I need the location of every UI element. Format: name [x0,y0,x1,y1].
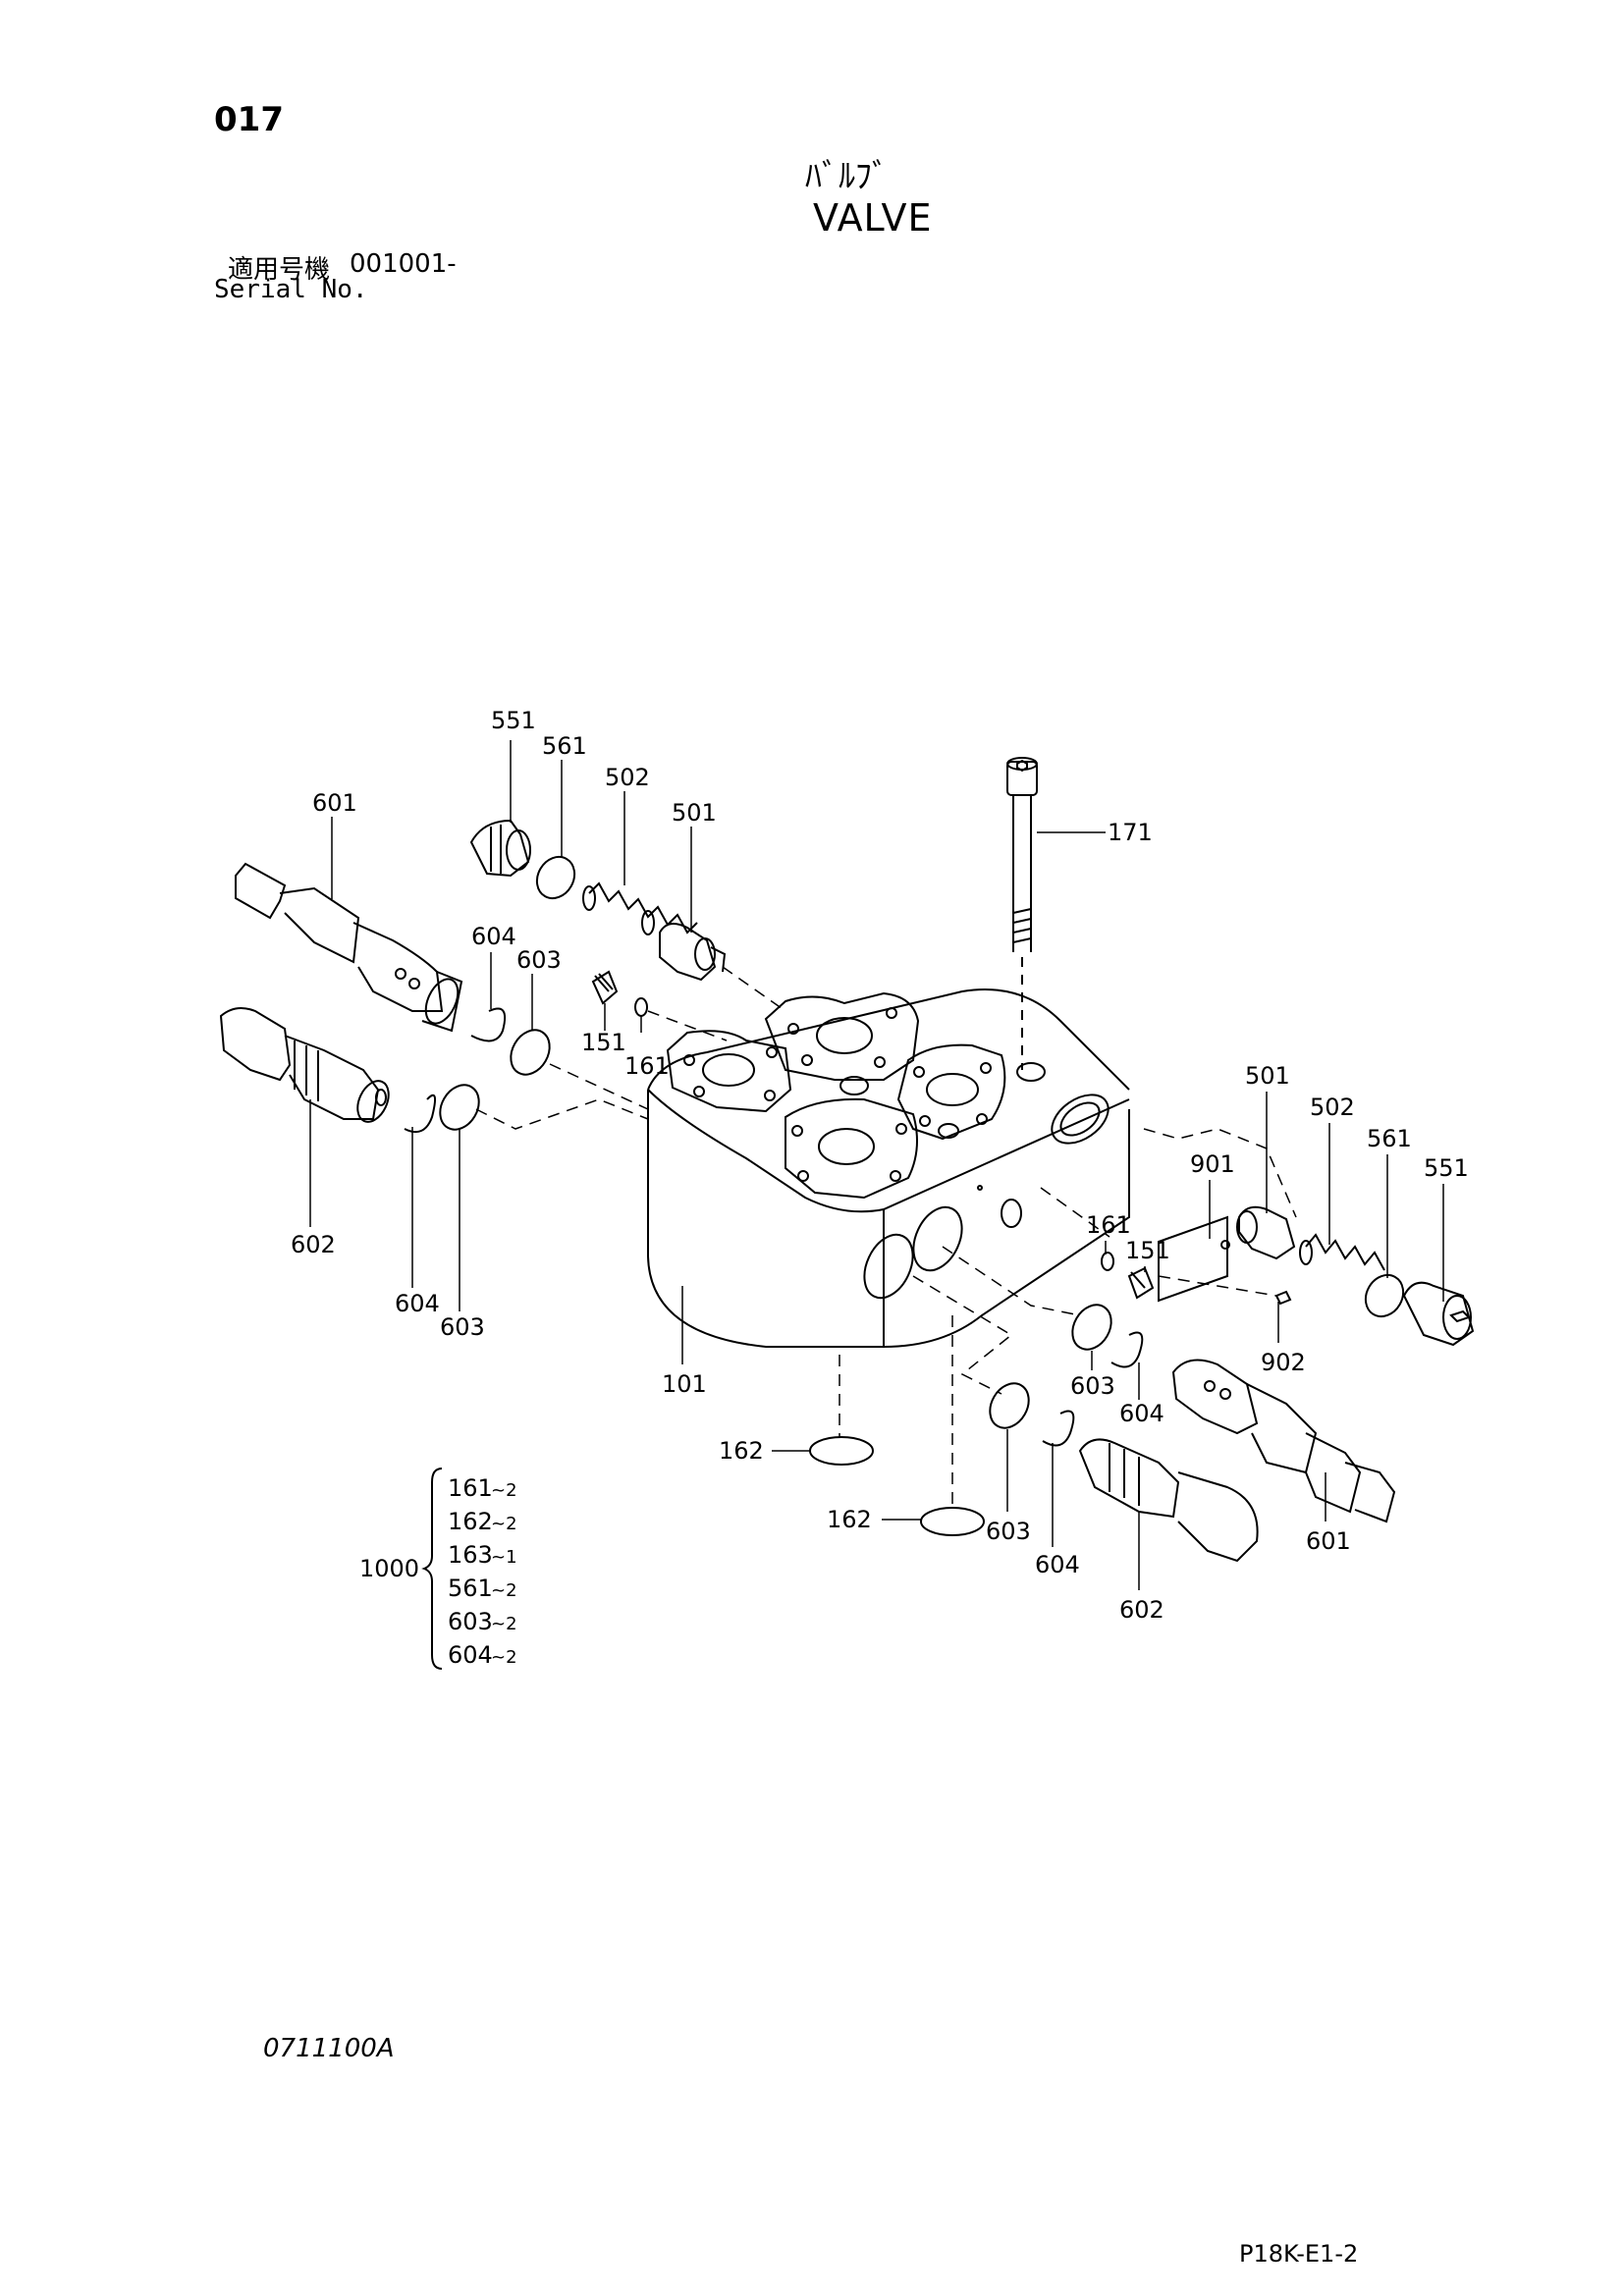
snap-ring-604-left [404,1094,437,1133]
callout-901: 901 [1190,1150,1235,1178]
callout-502-right: 502 [1310,1094,1355,1121]
kit-number: 1000 [359,1555,419,1582]
callout-551-right: 551 [1424,1154,1469,1182]
cartridge-601-right [1171,1359,1396,1523]
o-ring-603-right [1071,1304,1112,1351]
callout-603-right: 603 [1070,1372,1115,1400]
callout-601-right: 601 [1306,1527,1351,1555]
o-ring-561-right [1364,1273,1405,1318]
serial-label-japanese: 適用号機 [228,255,331,285]
kit-item-part: 604 [448,1641,493,1669]
callout-603-lower: 603 [986,1518,1031,1545]
callout-162-b: 162 [827,1506,872,1533]
kit-item-qty: ~2 [491,1614,517,1634]
o-ring-561-upper [535,855,576,900]
title-english: VALVE [813,196,933,240]
kit-item-qty: ~1 [491,1547,517,1568]
spring-502-right [1299,1233,1385,1271]
bolt-171 [1006,757,1038,1070]
callout-604-right: 604 [1119,1400,1164,1427]
kit-item-part: 161 [448,1474,493,1502]
callout-603-upper: 603 [516,946,562,974]
leader-lines [309,740,1444,1590]
cartridge-601-left [235,862,463,1033]
o-ring-161-upper [634,997,648,1017]
callout-501-upper: 501 [672,799,717,827]
flange-blocks [666,991,1046,1200]
callout-603-left: 603 [440,1313,485,1341]
callout-604-lower: 604 [1035,1551,1080,1578]
plate-901 [1158,1215,1230,1303]
snap-ring-604-upper [470,1007,507,1042]
kit-list: 1000 161 ~2 162 ~2 163 ~1 561 ~2 603 ~2 … [359,1474,517,1669]
kit-item-qty: ~2 [491,1647,517,1668]
kit-item-part: 163 [448,1541,493,1569]
plug-551-right [1402,1281,1475,1347]
callout-161-upper: 161 [624,1052,670,1080]
callout-162-a: 162 [719,1437,764,1465]
plug-602-right [1078,1438,1259,1563]
callout-161-right: 161 [1086,1211,1131,1239]
poppet-501-upper [659,923,727,982]
callout-601-left: 601 [312,789,357,817]
o-ring-603-upper [510,1029,551,1076]
o-ring-161-right [1101,1252,1114,1271]
assembly-lines [475,966,1297,1508]
plug-151-right [1127,1266,1155,1300]
page-number: 017 [214,100,284,139]
o-ring-603-left [439,1084,480,1131]
o-ring-162-b [920,1507,985,1536]
callout-604-upper: 604 [471,923,516,950]
o-ring-162-a [809,1436,874,1466]
callout-171: 171 [1108,819,1153,846]
callout-151-right: 151 [1125,1237,1170,1264]
snap-ring-604-right [1110,1331,1144,1368]
poppet-501-right [1236,1205,1296,1260]
serial-label-english: Serial No. [214,275,368,304]
callout-551-upper: 551 [491,707,536,734]
callout-151-upper: 151 [581,1029,626,1056]
callout-902: 902 [1261,1349,1306,1376]
callout-561-upper: 561 [542,732,587,760]
kit-item-qty: ~2 [491,1580,517,1601]
valve-body-101 [647,988,1130,1348]
screw-902 [1274,1290,1292,1306]
plug-551-upper [469,819,531,878]
kit-item-qty: ~2 [491,1514,517,1534]
spring-502-upper [582,881,698,935]
kit-bracket [421,1468,443,1670]
title-japanese: ﾊﾞﾙﾌﾞ [805,157,889,196]
snap-ring-604-lower [1042,1410,1075,1447]
kit-item-qty: ~2 [491,1480,517,1501]
callout-604-left: 604 [395,1290,440,1317]
callout-561-right: 561 [1367,1125,1412,1152]
plug-602-left [219,1006,390,1123]
plug-151-upper [591,970,619,1005]
o-ring-603-lower [989,1382,1030,1429]
callout-502-upper: 502 [605,764,650,791]
callout-602-left: 602 [291,1231,336,1258]
serial-range: 001001- [350,249,457,279]
kit-item-part: 603 [448,1608,493,1635]
kit-item-part: 561 [448,1575,493,1602]
callout-602-right: 602 [1119,1596,1164,1624]
drawing-code: 0711100A [263,2034,395,2063]
page-reference: P18K-E1-2 [1239,2240,1359,2268]
kit-item-part: 162 [448,1508,493,1535]
callout-labels: 551 561 502 501 601 604 603 151 161 602 … [291,707,1469,1624]
callout-501-right: 501 [1245,1062,1290,1090]
callout-101: 101 [662,1370,707,1398]
